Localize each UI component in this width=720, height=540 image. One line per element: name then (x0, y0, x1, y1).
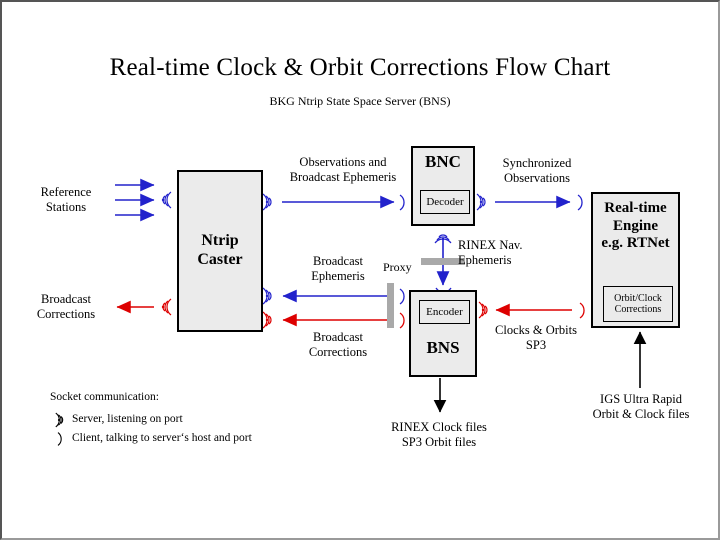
bns-encoder-component[interactable]: Encoder (419, 300, 470, 324)
real-time-engine-label: Real-time Engine e.g. RTNet (601, 200, 670, 252)
bnc-decoder-component[interactable]: Decoder (420, 190, 470, 214)
node-real-time-engine[interactable]: Real-time Engine e.g. RTNet Orbit/Clock … (591, 192, 680, 328)
label-rinex-clock-and-sp3-orbit-files: RINEX Clock files SP3 Orbit files (391, 420, 487, 449)
label-clocks-and-orbits-sp3: Clocks & Orbits SP3 (495, 323, 577, 352)
page-subtitle: BKG Ntrip State Space Server (BNS) (269, 94, 451, 108)
client-socket-icon-rtengine-left-corr (579, 302, 585, 319)
orbit-clock-corrections-component[interactable]: Orbit/Clock Corrections (603, 286, 673, 322)
label-rinex-nav-ephemeris: RINEX Nav. Ephemeris (458, 238, 523, 267)
server-socket-icon-bns-right (478, 301, 488, 319)
label-broadcast-corrections-left: Broadcast Corrections (36, 292, 96, 321)
node-bns[interactable]: Encoder BNS (409, 290, 477, 377)
label-broadcast-ephemeris: Broadcast Ephemeris (311, 254, 365, 283)
node-bnc[interactable]: BNC Decoder (411, 146, 475, 226)
bnc-label: BNC (425, 152, 461, 171)
server-socket-icon-caster-right-corr (262, 311, 272, 329)
label-reference-stations: Reference Stations (40, 185, 92, 214)
proxy-bar-horizontal (421, 258, 465, 265)
ntrip-caster-label: Ntrip Caster (197, 232, 243, 268)
legend-row-client: Client, talking to server‘s host and por… (50, 430, 300, 449)
proxy-bar-vertical (387, 283, 394, 328)
label-proxy: Proxy (383, 260, 412, 274)
server-socket-icon-bnc-right (476, 193, 486, 211)
label-igs-ultra-rapid-files: IGS Ultra Rapid Orbit & Clock files (592, 392, 690, 421)
legend-title: Socket communication: (50, 391, 159, 403)
label-broadcast-corrections-middle: Broadcast Corrections (308, 330, 368, 359)
label-observations-and-broadcast-ephemeris: Observations and Broadcast Ephemeris (289, 155, 397, 184)
client-socket-icon-rtengine-left-obs (577, 194, 583, 211)
legend-row-server: Server, listening on port (50, 411, 300, 430)
node-ntrip-caster[interactable]: Ntrip Caster (177, 170, 263, 332)
legend-server-text: Server, listening on port (72, 413, 183, 426)
client-socket-icon-bns-left-eph (399, 288, 405, 305)
label-synchronized-observations: Synchronized Observations (502, 156, 572, 185)
client-socket-icon (50, 431, 72, 447)
server-socket-icon-caster-right-eph (262, 287, 272, 305)
arrow-reference-stations (115, 178, 155, 222)
client-socket-icon-bns-left-corr (399, 312, 405, 329)
server-socket-icon (50, 412, 72, 428)
legend-socket-communication: Socket communication: Server, listening … (50, 391, 300, 449)
server-socket-icon-bnc-bottom (434, 234, 452, 244)
page-title: Real-time Clock & Orbit Corrections Flow… (109, 54, 611, 81)
server-socket-icon-caster-left-out (161, 298, 172, 316)
client-socket-icon-bnc-left (399, 194, 405, 211)
bns-label: BNS (426, 338, 460, 357)
legend-client-text: Client, talking to server‘s host and por… (72, 432, 252, 445)
server-socket-icon-caster-right-obs (262, 193, 272, 211)
server-socket-icon-caster-left-in (161, 191, 172, 209)
